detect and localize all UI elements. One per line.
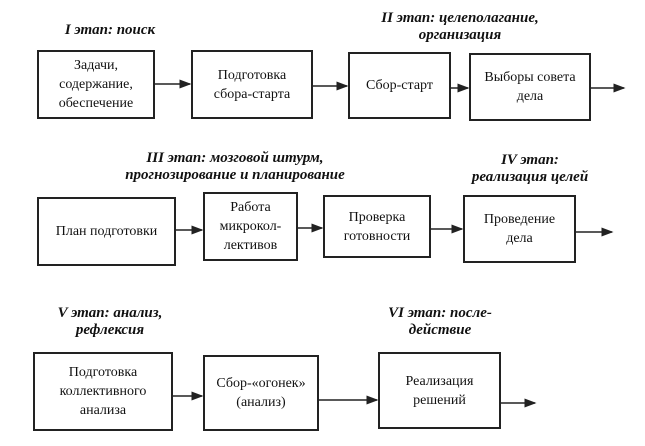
box-readiness-check: Проверка готовности [323, 195, 431, 258]
box-decisions: Реализация решений [378, 352, 501, 429]
stage-6-heading: VI этап: после- действие [388, 305, 492, 338]
box-event: Проведение дела [463, 195, 576, 263]
box-ogonek: Сбор-«огонек» (анализ) [203, 355, 319, 431]
stage-3-heading: III этап: мозговой штурм, прогнозировани… [125, 150, 345, 183]
box-start-prep: Подготовка сбора-старта [191, 50, 313, 119]
box-start: Сбор-старт [348, 52, 451, 119]
box-prep-plan: План подготовки [37, 197, 176, 266]
stage-1-heading: I этап: поиск [64, 22, 156, 38]
stage-2-heading: II этап: целеполагание, организация [381, 10, 539, 43]
stage-4-heading: IV этап: реализация целей [471, 152, 589, 185]
box-tasks: Задачи, содержание, обеспечение [37, 50, 155, 119]
box-microgroups: Работа микрокол- лективов [203, 192, 298, 261]
box-analysis-prep: Подготовка коллективного анализа [33, 352, 173, 431]
stage-5-heading: V этап: анализ, рефлексия [57, 305, 163, 338]
box-council-election: Выборы совета дела [469, 53, 591, 121]
